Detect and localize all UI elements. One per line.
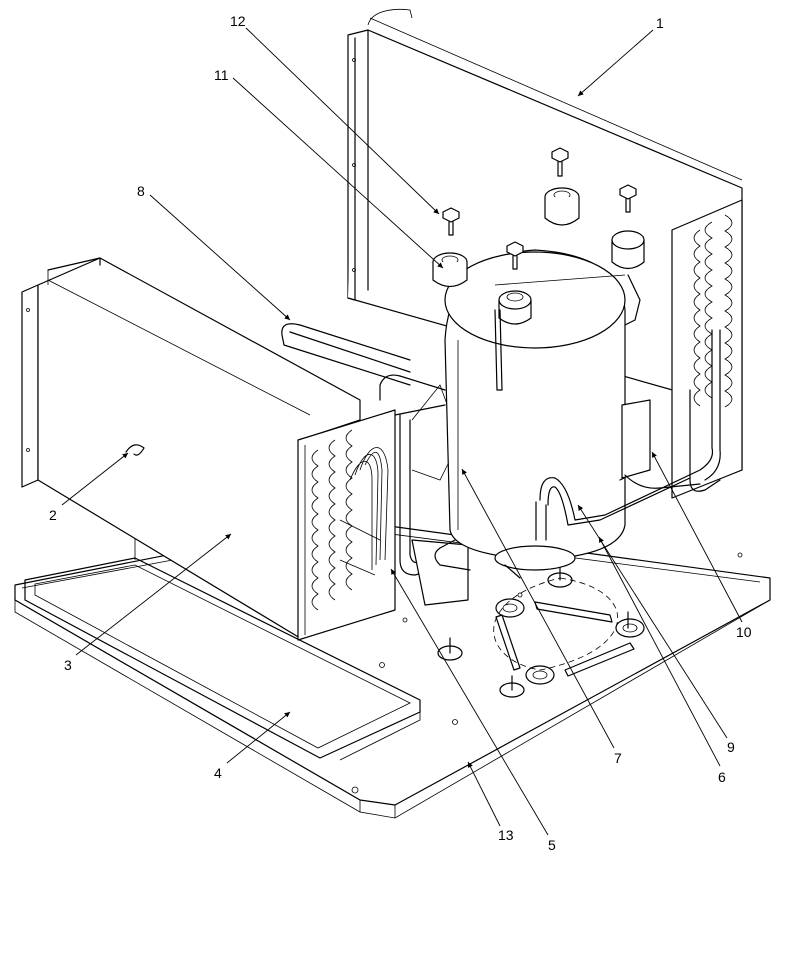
base-pan [14,519,771,819]
callout-6: 6 [718,769,726,785]
callout-4: 4 [214,765,222,781]
evaporator-coil [21,257,396,641]
callout-2: 2 [49,507,57,523]
callout-5: 5 [548,837,556,853]
tubing-8 [281,323,469,606]
grommets-screws [432,147,637,288]
callout-12: 12 [230,13,246,29]
callout-1: 1 [656,15,664,31]
callout-11: 11 [214,67,229,83]
callout-13: 13 [498,827,514,843]
callout-3: 3 [64,657,72,673]
compressor [434,230,645,579]
callout-8: 8 [137,183,145,199]
callout-10: 10 [736,624,752,640]
callout-9: 9 [727,739,735,755]
leader-lines [61,27,743,836]
tubing-6-9 [535,329,721,541]
callout-7: 7 [614,750,622,766]
